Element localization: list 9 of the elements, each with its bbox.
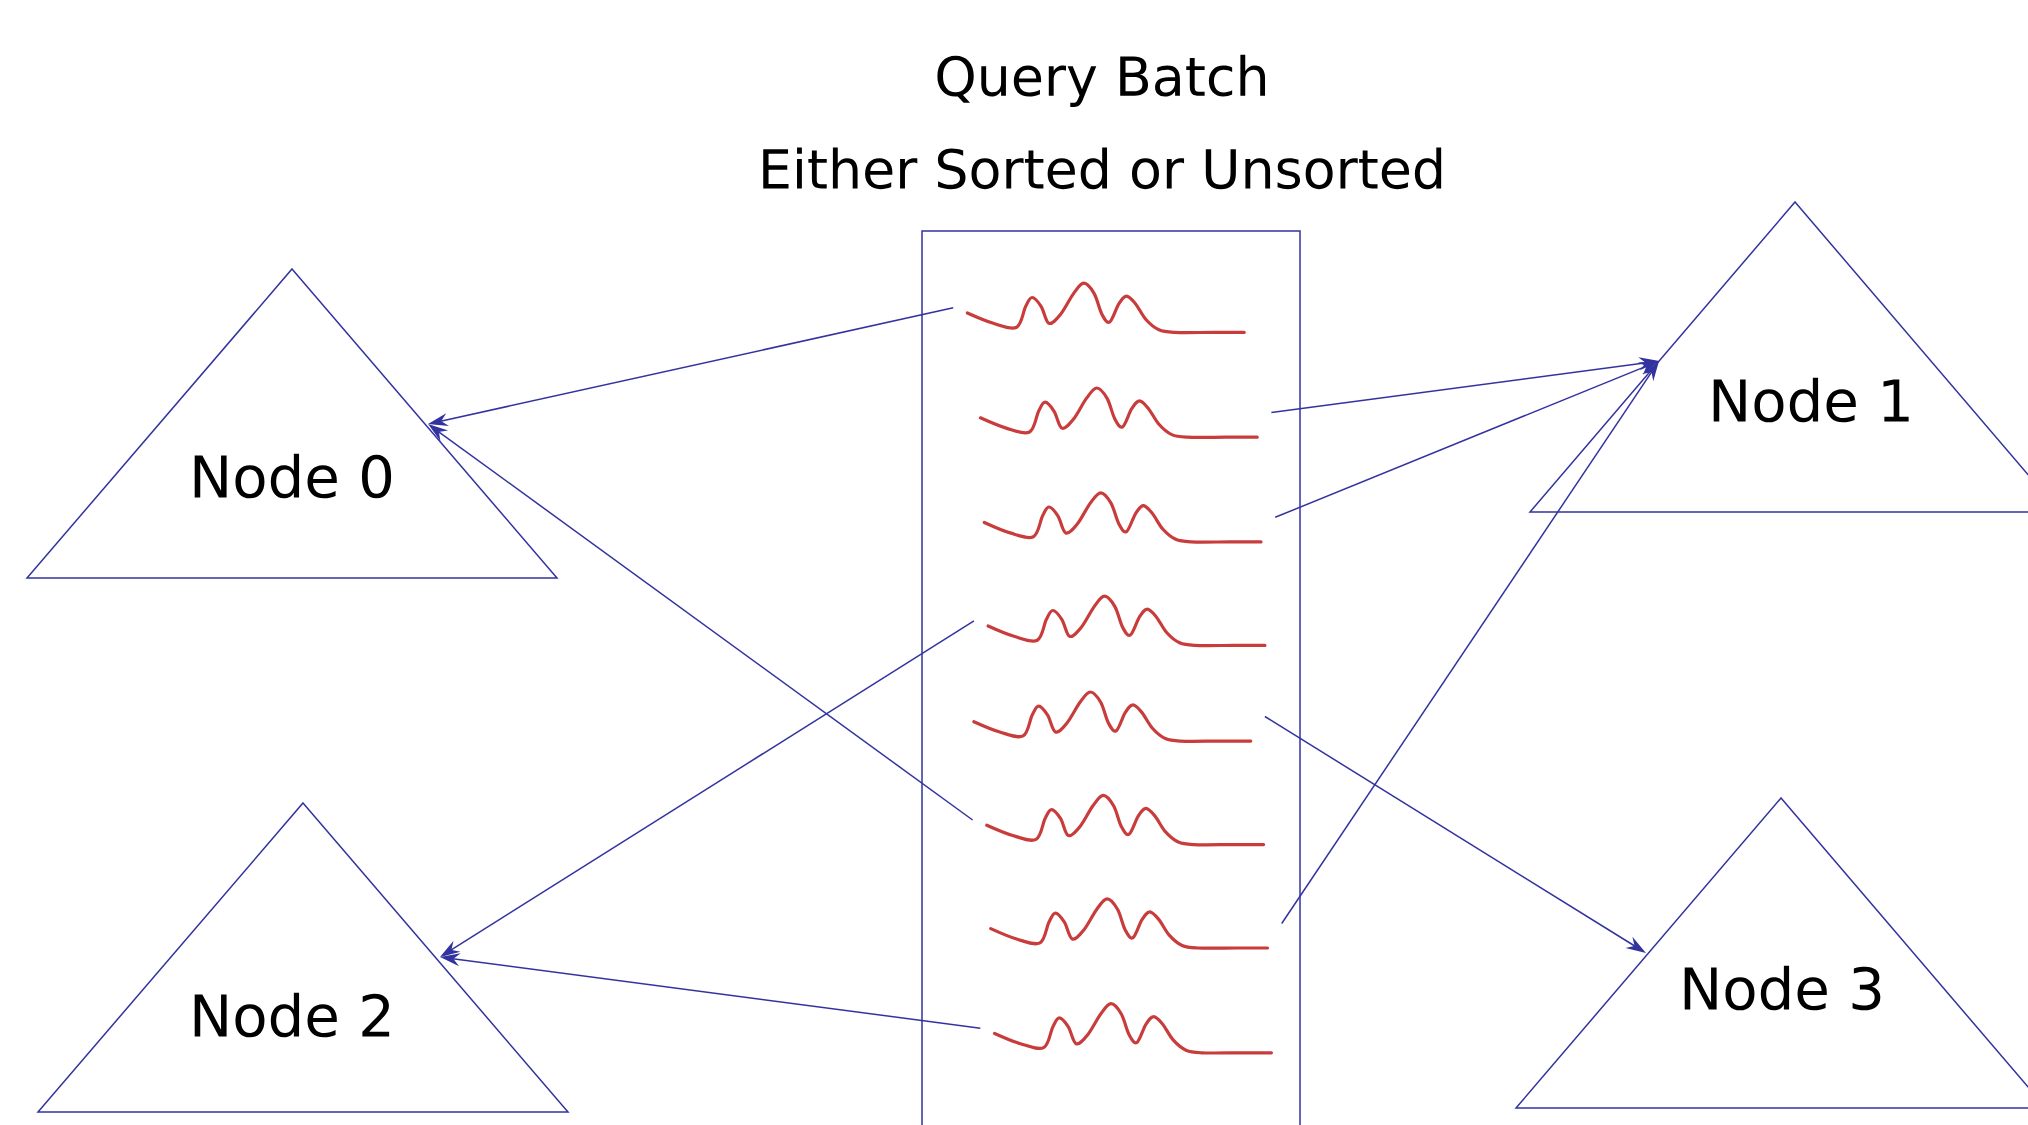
- heading: Query Batch Either Sorted or Unsorted: [763, 54, 1442, 190]
- waveform: [972, 690, 1253, 743]
- waveform: [978, 386, 1259, 439]
- waveform: [986, 594, 1267, 648]
- waveform: [985, 793, 1266, 847]
- waveform: [965, 281, 1246, 335]
- waveform: [993, 1002, 1273, 1055]
- waveform: [989, 897, 1270, 950]
- waveform: [982, 491, 1263, 544]
